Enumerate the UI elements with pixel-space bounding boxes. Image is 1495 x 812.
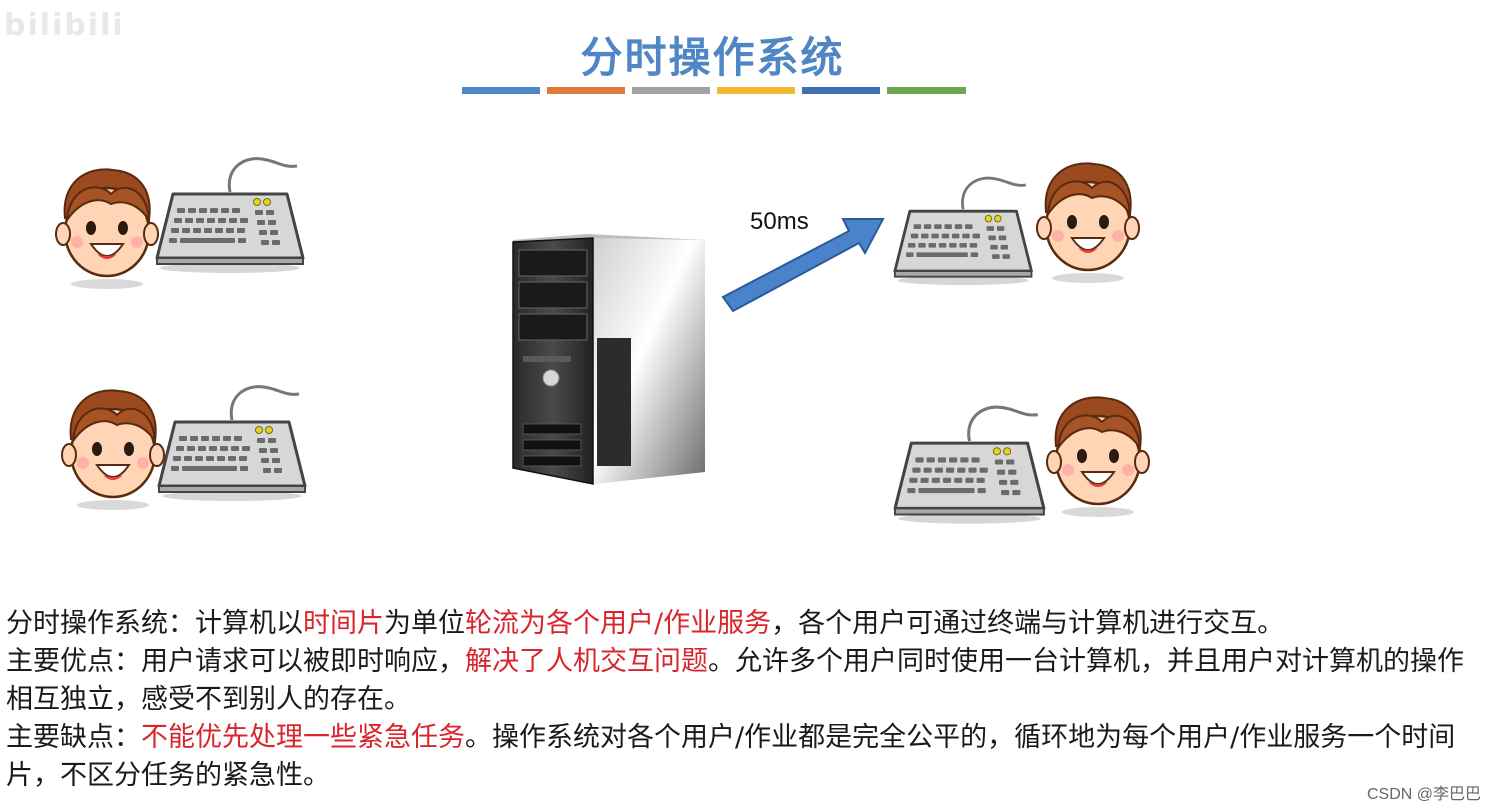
keyboard-icon: [893, 176, 1033, 287]
user-face-icon: [1035, 162, 1141, 285]
color-segment: [717, 87, 795, 94]
keyboard-icon: [155, 157, 305, 275]
highlight-text: 时间片: [303, 608, 384, 639]
color-segment: [632, 87, 710, 94]
text-segment: 为单位: [384, 608, 465, 639]
highlight-text: 解决了人机交互问题: [465, 646, 708, 677]
text-segment: 。允许多个用户同时使用一台计算机，并且用户对计算机的操作相互独立，感受不到别人的…: [6, 646, 1464, 715]
bilibili-watermark: bilibili: [4, 8, 125, 43]
text-segment: 主要优点：用户请求可以被即时响应，: [6, 646, 465, 677]
text-segment: 分时操作系统：计算机以: [6, 608, 303, 639]
highlight-text: 轮流为各个用户/作业服务: [465, 608, 772, 639]
user-face-icon: [60, 389, 166, 512]
title-color-bar: [462, 87, 966, 94]
arrow-label: 50ms: [750, 208, 809, 235]
advantages-line: 主要优点：用户请求可以被即时响应，解决了人机交互问题。允许多个用户同时使用一台计…: [6, 643, 1486, 719]
disadvantages-line: 主要缺点：不能优先处理一些紧急任务。操作系统对各个用户/作业都是完全公平的，循环…: [6, 719, 1486, 795]
user-face-icon: [54, 168, 160, 291]
time-slice-arrow-icon: [721, 218, 885, 313]
slide-title: 分时操作系统: [580, 33, 845, 82]
keyboard-icon: [157, 385, 307, 503]
color-segment: [547, 87, 625, 94]
csdn-credit: CSDN @李巴巴: [1366, 786, 1481, 803]
server-tower-icon: [512, 234, 705, 485]
color-segment: [887, 87, 966, 94]
text-segment: 。操作系统对各个用户/作业都是完全公平的，循环地为每个用户/作业服务一个时间片，…: [6, 722, 1456, 791]
color-segment: [802, 87, 880, 94]
keyboard-icon: [893, 405, 1046, 526]
text-segment: ，各个用户可通过终端与计算机进行交互。: [771, 608, 1285, 639]
user-face-icon: [1045, 396, 1151, 519]
definition-line: 分时操作系统：计算机以时间片为单位轮流为各个用户/作业服务，各个用户可通过终端与…: [6, 605, 1486, 643]
highlight-text: 不能优先处理一些紧急任务: [141, 722, 465, 753]
description: 分时操作系统：计算机以时间片为单位轮流为各个用户/作业服务，各个用户可通过终端与…: [6, 605, 1486, 795]
color-segment: [462, 87, 540, 94]
text-segment: 主要缺点：: [6, 722, 141, 753]
